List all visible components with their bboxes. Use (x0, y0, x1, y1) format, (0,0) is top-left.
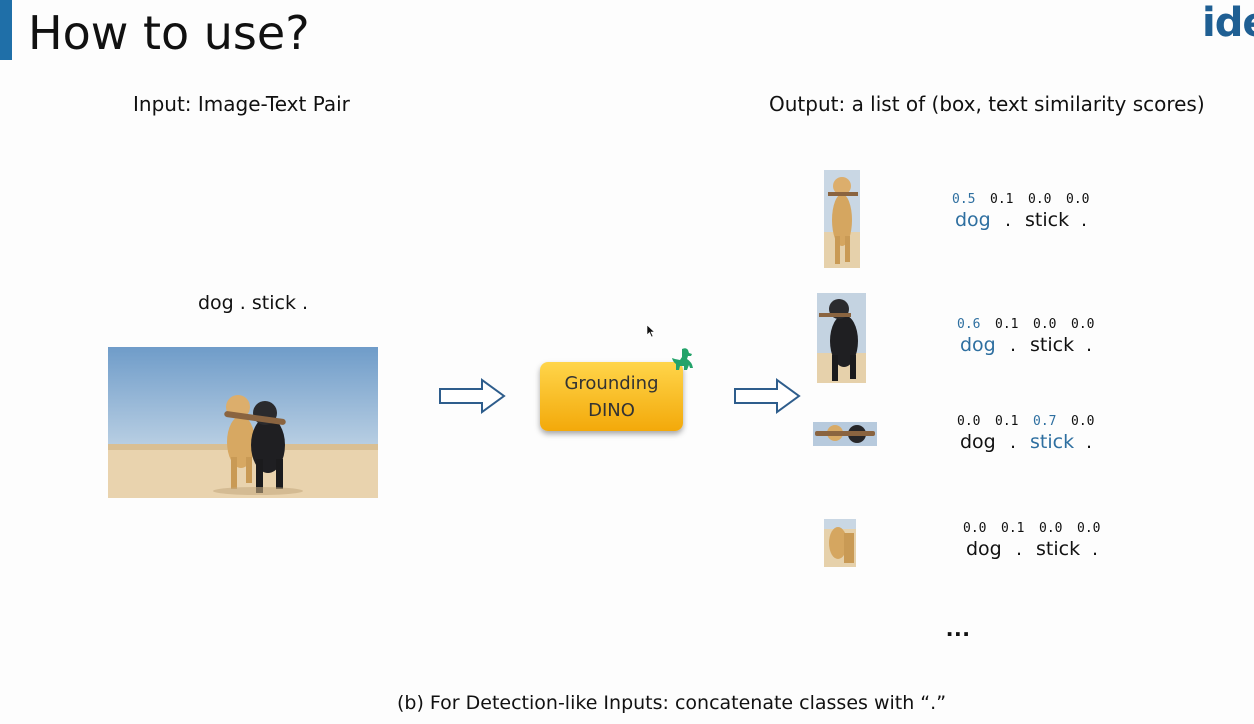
slide-caption: (b) For Detection-like Inputs: concatena… (397, 692, 947, 714)
token-label: . (1005, 209, 1012, 231)
output-arrow-icon (734, 378, 801, 414)
score-value: 0.0 (1066, 192, 1090, 207)
dinosaur-icon (672, 348, 693, 370)
output-box-crop-4 (824, 519, 856, 567)
token-label: . (1086, 431, 1093, 453)
input-image (108, 347, 378, 498)
token-label: dog (960, 334, 996, 356)
model-name-line1: Grounding (564, 372, 659, 394)
score-value: 0.0 (1071, 317, 1095, 332)
token-label: . (1092, 538, 1099, 560)
token-label: . (1010, 431, 1017, 453)
token-label: stick (1030, 334, 1075, 356)
score-value: 0.1 (995, 317, 1019, 332)
score-value: 0.1 (1001, 521, 1025, 536)
token-label: . (1010, 334, 1017, 356)
token-label: stick (1025, 209, 1070, 231)
output-box-crop-1 (824, 170, 860, 268)
token-label: . (1081, 209, 1088, 231)
model-name-line2: DINO (588, 399, 635, 421)
score-value: 0.5 (952, 192, 976, 207)
score-value: 0.0 (1077, 521, 1101, 536)
slide-title: How to use? (28, 6, 310, 60)
output-heading: Output: a list of (box, text similarity … (769, 92, 1205, 116)
score-row-2: 0.6 0.1 0.0 0.0 (957, 317, 1109, 332)
score-value: 0.0 (1028, 192, 1052, 207)
score-value: 0.0 (1071, 414, 1095, 429)
score-value: 0.7 (1033, 414, 1057, 429)
mouse-cursor-icon (646, 324, 656, 338)
score-value: 0.0 (957, 414, 981, 429)
score-value: 0.0 (1033, 317, 1057, 332)
input-arrow-icon (439, 378, 506, 414)
score-value: 0.1 (990, 192, 1014, 207)
token-label: dog (960, 431, 996, 453)
token-label: . (1016, 538, 1023, 560)
score-value: 0.0 (963, 521, 987, 536)
grounding-dino-box: Grounding DINO (540, 362, 683, 431)
input-heading: Input: Image-Text Pair (133, 92, 350, 116)
score-row-4: 0.0 0.1 0.0 0.0 (963, 521, 1115, 536)
more-results-ellipsis: ... (946, 612, 971, 642)
token-label: stick (1036, 538, 1081, 560)
token-label: . (1086, 334, 1093, 356)
output-box-crop-3 (813, 422, 877, 446)
token-label: dog (966, 538, 1002, 560)
logo: ide (1202, 0, 1254, 46)
query-text: dog . stick . (198, 292, 309, 314)
output-box-crop-2 (817, 293, 866, 383)
token-label: stick (1030, 431, 1075, 453)
score-value: 0.1 (995, 414, 1019, 429)
score-row-1: 0.5 0.1 0.0 0.0 (952, 192, 1104, 207)
score-row-3: 0.0 0.1 0.7 0.0 (957, 414, 1109, 429)
score-value: 0.0 (1039, 521, 1063, 536)
token-label: dog (955, 209, 991, 231)
score-value: 0.6 (957, 317, 981, 332)
title-accent-bar (0, 0, 12, 60)
